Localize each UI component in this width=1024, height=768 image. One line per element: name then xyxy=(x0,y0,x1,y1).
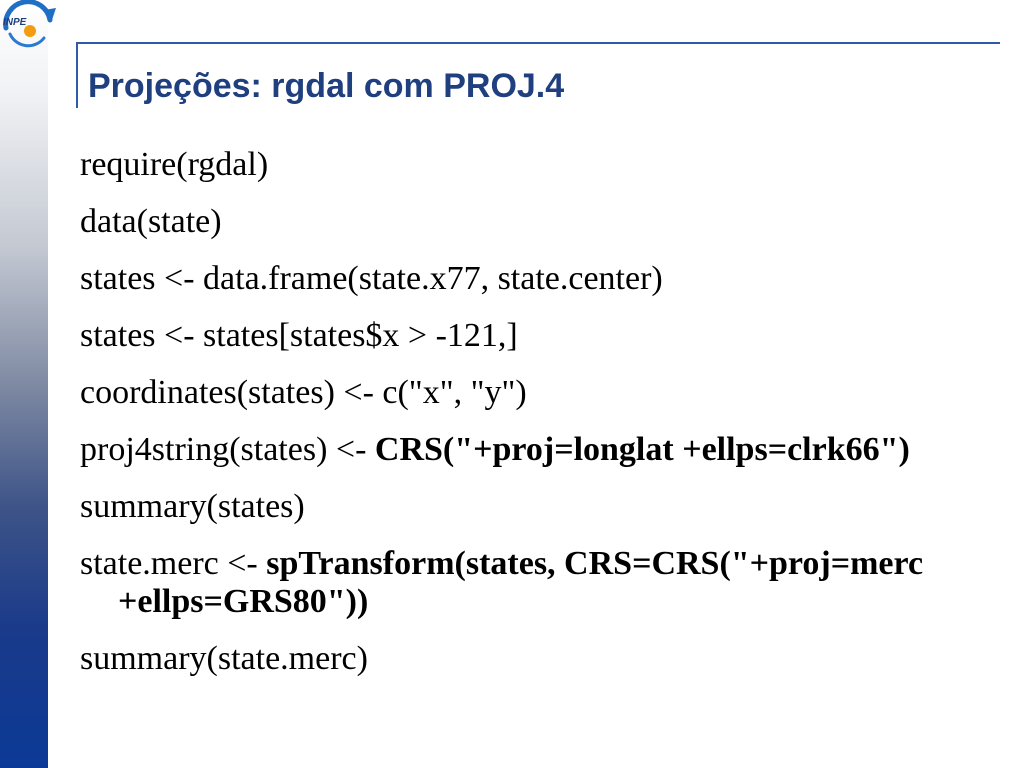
code-line: states <- states[states$x > -121,] xyxy=(80,317,1000,355)
inpe-logo-icon: INPE xyxy=(3,0,56,48)
code-line-text: require(rgdal) xyxy=(80,146,269,183)
code-line-text: data(state) xyxy=(80,203,222,240)
code-line: proj4string(states) <- CRS("+proj=longla… xyxy=(80,431,1000,469)
code-line-text: states <- data.frame(state.x77, state.ce… xyxy=(80,260,663,297)
slide-title: Projeções: rgdal com PROJ.4 xyxy=(88,67,565,105)
code-line: summary(state.merc) xyxy=(80,640,1000,678)
code-line-text: summary(state.merc) xyxy=(80,640,368,677)
inpe-logo: INPE xyxy=(0,0,62,50)
code-line-text: proj4string(states) <- xyxy=(80,431,375,468)
code-line: coordinates(states) <- c("x", "y") xyxy=(80,374,1000,412)
code-line-text: state.merc <- xyxy=(80,545,267,582)
code-line-text: states <- states[states$x > -121,] xyxy=(80,317,518,354)
code-line-text: summary(states) xyxy=(80,488,305,525)
code-line: data(state) xyxy=(80,203,1000,241)
code-line: summary(states) xyxy=(80,488,1000,526)
title-rule-vertical xyxy=(76,42,78,108)
sidebar-gradient xyxy=(0,0,48,768)
code-line-bold: CRS("+proj=longlat +ellps=clrk66") xyxy=(374,431,910,468)
code-line-bold: spTransform(states, CRS=CRS("+proj=merc … xyxy=(118,545,924,620)
code-line: state.merc <- spTransform(states, CRS=CR… xyxy=(80,545,1000,621)
title-rule-horizontal xyxy=(78,42,1000,44)
code-line: states <- data.frame(state.x77, state.ce… xyxy=(80,260,1000,298)
code-list: require(rgdal) data(state) states <- dat… xyxy=(80,146,1000,697)
code-line-text: coordinates(states) <- c("x", "y") xyxy=(80,374,527,411)
code-line: require(rgdal) xyxy=(80,146,1000,184)
svg-text:INPE: INPE xyxy=(3,17,27,28)
